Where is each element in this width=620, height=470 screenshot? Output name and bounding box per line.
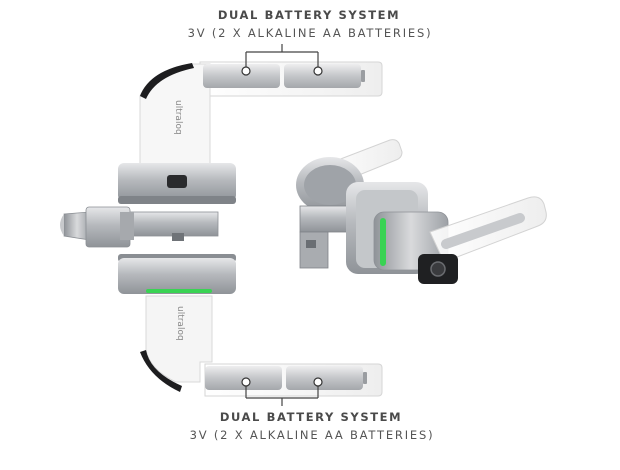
top-battery-pack	[203, 44, 365, 88]
latch-assembly	[60, 206, 219, 248]
top-rose-slot	[167, 175, 187, 188]
assembled-lock	[296, 139, 547, 284]
keyhole-icon	[430, 261, 446, 277]
bottom-rose	[118, 254, 236, 294]
bottom-caption-subtitle: 3V (2 X ALKALINE AA BATTERIES)	[189, 428, 435, 442]
top-rose	[118, 163, 236, 204]
bottom-battery-pack	[205, 366, 367, 406]
bottom-battery-1	[205, 366, 282, 390]
bottom-caption-title: DUAL BATTERY SYSTEM	[219, 410, 403, 424]
top-caption-title: DUAL BATTERY SYSTEM	[217, 8, 401, 22]
top-caption: DUAL BATTERY SYSTEM 3V (2 X ALKALINE AA …	[0, 7, 620, 43]
bottom-battery-2	[286, 366, 363, 390]
top-battery-2	[284, 64, 361, 88]
status-light-strip	[146, 289, 212, 293]
bottom-caption: DUAL BATTERY SYSTEM 3V (2 X ALKALINE AA …	[0, 409, 620, 445]
top-battery-1	[203, 64, 280, 88]
bottom-handle-brand-text: ultraloq	[175, 306, 185, 341]
top-caption-subtitle: 3V (2 X ALKALINE AA BATTERIES)	[187, 26, 433, 40]
status-light-ring	[380, 218, 386, 266]
top-handle-brand-text: ultraloq	[173, 100, 183, 135]
